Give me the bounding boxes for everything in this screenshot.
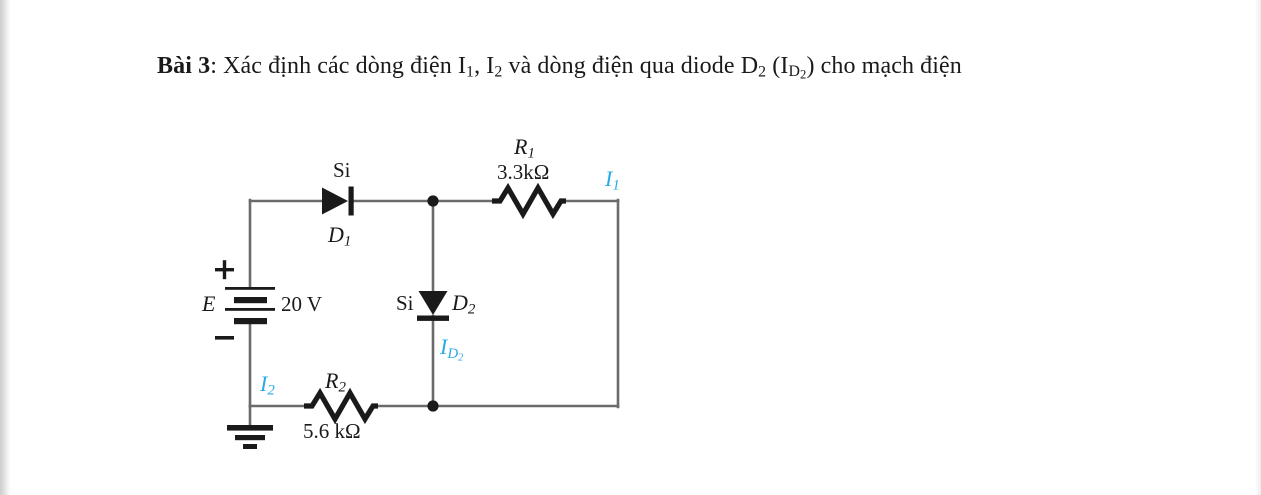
current-i1-label: I1: [605, 166, 620, 194]
current-i2-letter: I: [260, 371, 268, 396]
diode-d2-cathode-bar: [417, 315, 449, 321]
resistor-r1-name-label: R1: [514, 134, 535, 162]
title-d2-subscript: 2: [758, 63, 767, 81]
page-title: Bài 3: Xác định các dòng điện I1, I2 và …: [157, 50, 962, 82]
diode-d1-cathode-bar: [348, 186, 354, 216]
junction-dot-bottom: [427, 400, 439, 412]
plus-vertical-bar: [222, 260, 227, 280]
left-edge-shading: [0, 0, 11, 495]
diode-d2-symbol: [417, 291, 449, 321]
minus-bar: [215, 336, 234, 340]
title-id2-sub-d: D: [788, 63, 800, 81]
title-open-paren: (I: [766, 53, 789, 79]
source-value-label: 20 V: [281, 292, 323, 316]
ground-bar-3: [243, 444, 257, 449]
junction-dot-top: [427, 195, 439, 207]
current-id2-sub-2: 2: [458, 352, 464, 364]
battery-plate-long-1: [225, 287, 275, 290]
current-i2-subscript: 2: [267, 382, 275, 399]
title-problem-number: Bài 3: [157, 53, 211, 79]
title-i2-subscript: 2: [494, 63, 503, 81]
diode-d1-triangle: [322, 187, 348, 215]
current-i2-label: I2: [260, 371, 275, 399]
diode-d2-material-label: Si: [396, 291, 414, 315]
title-id2-subscript: D2: [788, 63, 807, 83]
resistor-r1-name-subscript: 1: [527, 145, 535, 162]
diode-d1-name-subscript: 1: [343, 233, 352, 250]
diode-d1-material-label: Si: [333, 158, 351, 182]
current-id2-letter: I: [440, 334, 448, 359]
diode-d2-name-label: D2: [452, 290, 475, 318]
resistor-r2-name-label: R2: [325, 368, 346, 396]
resistor-r1-name-letter: R: [514, 134, 528, 159]
resistor-r2-name-subscript: 2: [338, 379, 346, 396]
diode-d1-name-letter: D: [328, 222, 344, 247]
diode-d2-triangle: [418, 291, 448, 315]
title-id2-sub-2: 2: [800, 68, 807, 83]
battery-symbol: [225, 287, 275, 325]
ground-bar-2: [235, 435, 265, 441]
resistor-r1-value-label: 3.3kΩ: [497, 160, 550, 184]
resistor-r2-name-letter: R: [325, 368, 339, 393]
title-close-paren: ) cho mạch điện: [806, 53, 962, 79]
ground-symbol: [227, 425, 273, 449]
current-i1-subscript: 1: [612, 177, 620, 194]
battery-plate-long-2: [225, 308, 275, 311]
diode-d2-name-letter: D: [452, 290, 468, 315]
diode-d2-name-subscript: 2: [467, 301, 476, 318]
diode-d1-name-label: D1: [328, 222, 351, 250]
current-id2-label: ID2: [440, 334, 463, 363]
battery-plate-short-2: [234, 318, 267, 325]
current-id2-subscript: D2: [447, 345, 464, 364]
title-text-2: , I: [474, 53, 495, 79]
title-text-1: Xác định các dòng điện I: [216, 53, 467, 79]
ground-bar-1: [227, 425, 273, 431]
title-i1-subscript: 1: [466, 63, 475, 81]
current-id2-sub-d: D: [447, 345, 459, 362]
title-colon: :: [210, 53, 217, 79]
right-edge-shading: [1255, 0, 1261, 495]
source-name-label: E: [202, 291, 216, 316]
battery-plate-short-1: [234, 297, 267, 304]
diode-d1-symbol: [322, 186, 354, 216]
resistor-r2-value-label: 5.6 kΩ: [303, 419, 361, 443]
current-i1-letter: I: [605, 166, 613, 191]
battery-polarity-marks: [215, 260, 234, 340]
resistor-r1-symbol: [492, 182, 566, 220]
resistor-r2-symbol: [304, 387, 378, 425]
title-text-3: và dòng điện qua diode D: [502, 53, 759, 79]
wire-group: [248, 198, 620, 428]
